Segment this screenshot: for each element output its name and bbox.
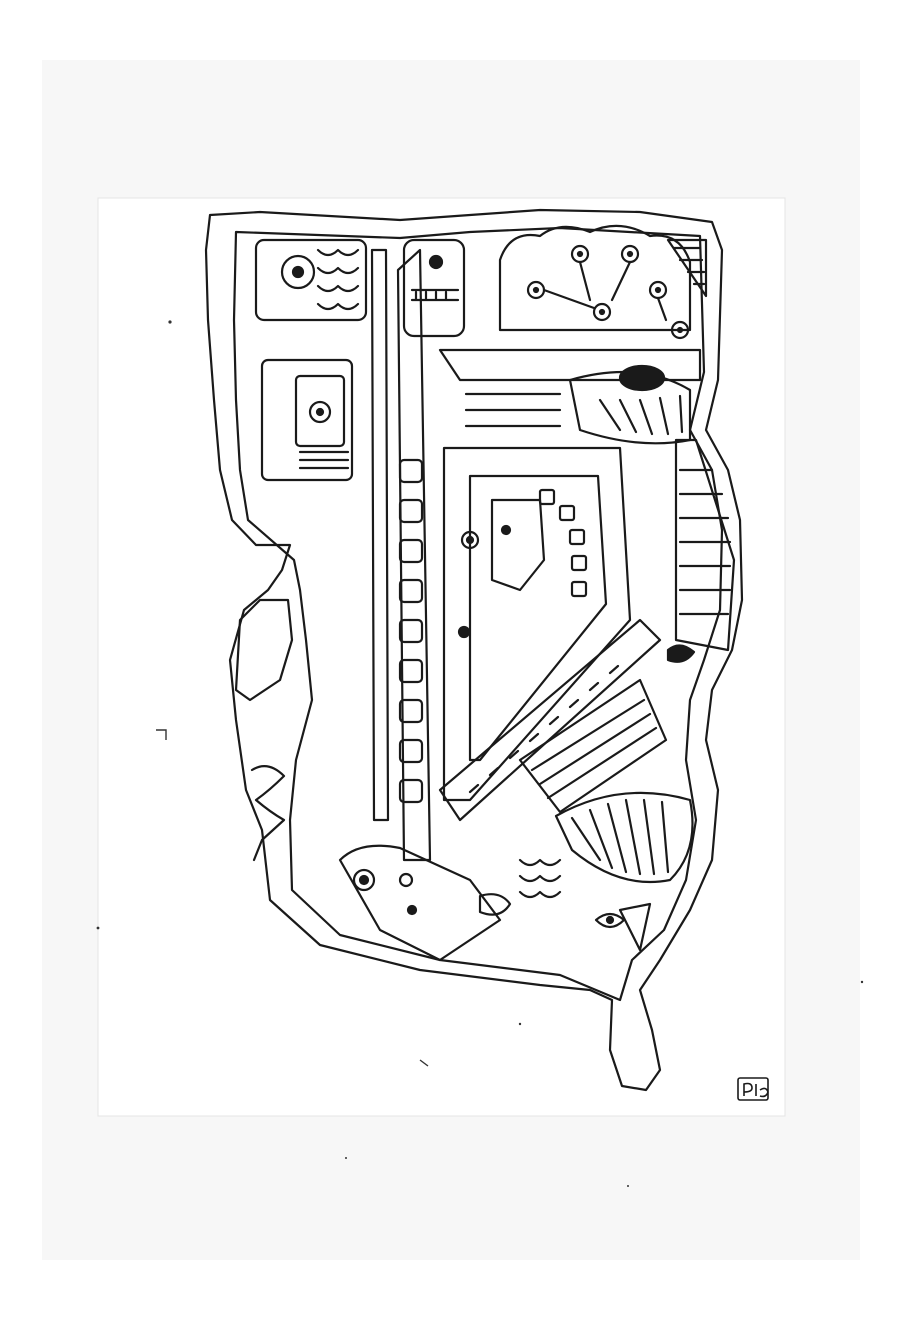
lower-creature-mouth — [478, 893, 512, 916]
left-window-inner — [294, 374, 346, 448]
nose — [674, 438, 736, 652]
ink-drawing — [204, 208, 744, 1092]
inner-frame-boxes — [538, 488, 588, 598]
inner-frame-1 — [442, 446, 632, 802]
inner-outline — [232, 226, 724, 1002]
left-window-eye — [308, 400, 332, 424]
inner-face-pupil-2 — [465, 535, 475, 545]
left-column — [370, 248, 390, 822]
top-left-eye — [280, 254, 316, 290]
fan-lower — [554, 791, 694, 884]
left-ear — [234, 598, 294, 702]
lower-creature-eye-2 — [398, 872, 414, 888]
inner-frame-2 — [468, 474, 608, 762]
scales-top — [316, 248, 360, 311]
lower-creature-eye — [352, 868, 376, 892]
fan-upper-lines — [530, 698, 658, 800]
top-right-hatch — [666, 238, 708, 298]
top-left-block — [254, 238, 368, 322]
diagonal-band — [438, 618, 662, 822]
left-window-pupil — [315, 407, 325, 417]
lower-creature-pupil — [358, 874, 370, 886]
inner-face-eye-2 — [460, 530, 480, 550]
inner-face — [490, 498, 546, 592]
inner-face-eye — [500, 524, 512, 536]
signature — [737, 1077, 769, 1101]
small-eye-a — [457, 625, 471, 639]
left-window — [260, 358, 354, 482]
box-chain — [398, 458, 424, 804]
scan-specks — [96, 320, 864, 1187]
top-middle-teeth — [410, 288, 460, 302]
left-window-stripes — [298, 450, 350, 470]
nose-stripes — [678, 468, 732, 616]
left-mouth — [250, 765, 286, 862]
fan-lower-lines — [570, 798, 670, 876]
bubble-eyes — [526, 244, 690, 340]
top-right-cloud — [498, 224, 692, 332]
main-eye-rays — [598, 394, 684, 436]
chin-triangle — [618, 902, 652, 952]
brow-band — [438, 348, 702, 382]
diagonal-band-dots — [468, 664, 620, 794]
top-middle-block — [402, 238, 466, 338]
lower-scales — [518, 858, 562, 899]
lower-creature-eye-3 — [406, 904, 418, 916]
top-middle-eye — [428, 254, 444, 270]
lower-creature — [338, 844, 502, 962]
brow-lines — [464, 392, 562, 428]
column-2 — [396, 248, 432, 862]
fan-upper — [518, 678, 668, 814]
top-left-pupil — [291, 265, 305, 279]
main-eye-pupil — [618, 364, 666, 392]
nostril — [666, 644, 696, 663]
chin-pupil — [605, 915, 615, 925]
outer-outline — [204, 208, 744, 1092]
main-eye-shape — [568, 370, 692, 445]
